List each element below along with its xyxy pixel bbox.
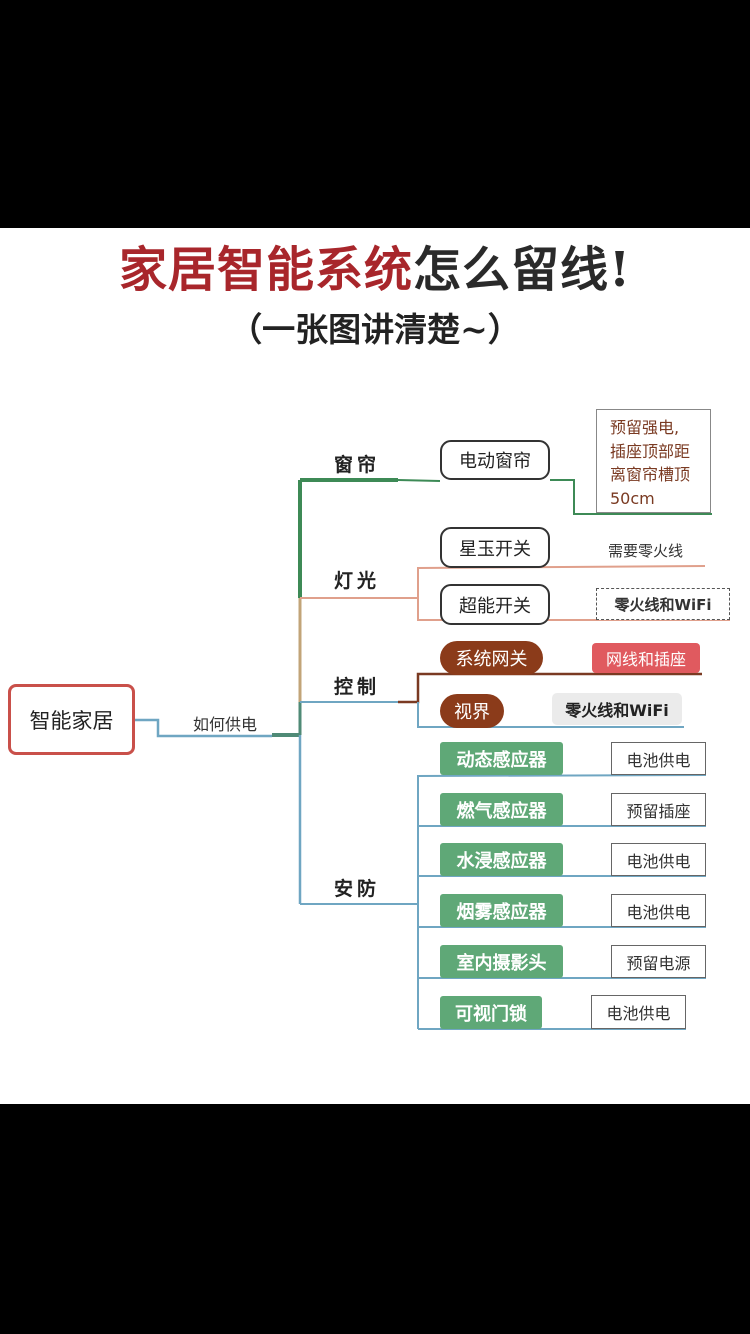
device-water-sensor: 水浸感应器	[440, 843, 563, 876]
device-electric-curtain: 电动窗帘	[440, 440, 550, 480]
branch-label-lighting: 灯光	[334, 570, 381, 592]
note-water-sensor: 电池供电	[611, 843, 706, 876]
note-system-gateway: 网线和插座	[592, 643, 700, 673]
device-smoke-sensor: 烟雾感应器	[440, 894, 563, 927]
device-xingyu-switch: 星玉开关	[440, 527, 550, 568]
device-system-gateway: 系统网关	[440, 641, 543, 675]
curtain-device-line	[397, 479, 441, 482]
lighting-sub-line	[394, 565, 706, 599]
device-video-door-lock: 可视门锁	[440, 996, 542, 1029]
branch-label-curtain: 窗帘	[334, 454, 381, 476]
note-motion-sensor: 电池供电	[611, 742, 706, 775]
device-motion-sensor: 动态感应器	[440, 742, 563, 775]
note-xingyu-switch: 需要零火线	[608, 542, 684, 560]
security-spine	[396, 774, 707, 905]
page-title: 家居智能系统怎么留线!	[118, 242, 632, 298]
device-chaoneng-switch: 超能开关	[440, 584, 550, 625]
branch-label-control: 控制	[334, 676, 381, 698]
device-shijie: 视界	[440, 694, 504, 728]
mindmap-canvas: 家居智能系统怎么留线! （一张图讲清楚~） 智能家居 如何供电	[0, 228, 750, 1104]
note-gas-sensor: 预留插座	[611, 793, 706, 826]
lighting-sub-line-2	[417, 598, 730, 621]
control-sub-line	[398, 672, 702, 704]
note-shijie: 零火线和WiFi	[552, 693, 682, 725]
root-edge-label: 如何供电	[193, 715, 258, 734]
note-video-door-lock: 电池供电	[591, 995, 686, 1029]
device-gas-sensor: 燃气感应器	[440, 793, 563, 826]
note-indoor-camera: 预留电源	[611, 945, 706, 978]
root-node: 智能家居	[8, 684, 135, 755]
root-connector	[135, 718, 272, 738]
page-subtitle: （一张图讲清楚~）	[229, 310, 521, 349]
note-chaoneng-switch: 零火线和WiFi	[596, 588, 730, 620]
control-sub-line-2	[417, 702, 684, 728]
curtain-note: 预留强电, 插座顶部距 离窗帘槽顶 50cm	[596, 409, 711, 513]
note-smoke-sensor: 电池供电	[611, 894, 706, 927]
branch-label-security: 安防	[334, 878, 381, 900]
device-indoor-camera: 室内摄影头	[440, 945, 563, 978]
connector-lines	[135, 478, 730, 1030]
curtain-note-line	[550, 479, 712, 515]
